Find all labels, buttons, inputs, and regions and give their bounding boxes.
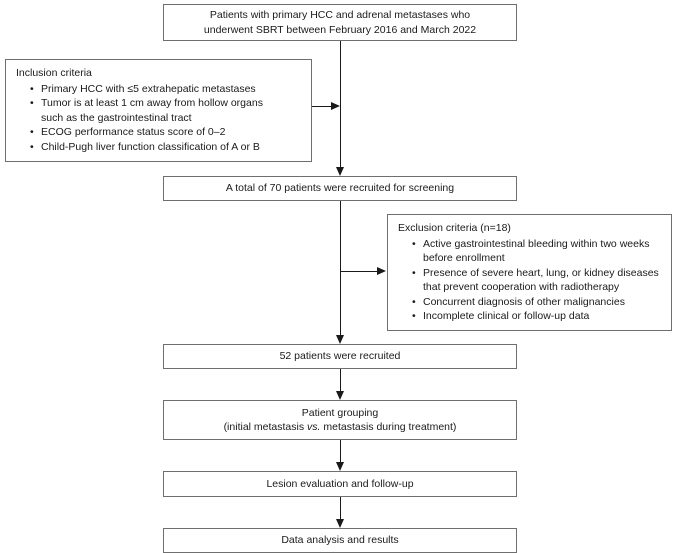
connector-screening-to-recruited [340,201,341,335]
connector-evaluation-to-analysis [340,497,341,519]
recruited-line-1: 52 patients were recruited [279,350,401,363]
grouping-line-2-pre: (initial metastasis [223,421,308,433]
connector-grouping-to-evaluation [340,440,341,462]
exclusion-item-text: Concurrent diagnosis of other malignanci… [423,295,625,308]
exclusion-item: Incomplete clinical or follow-up data [412,309,663,324]
arrowhead-grouping-to-evaluation [335,462,344,471]
inclusion-item-text: Tumor is at least 1 cm away from hollow … [41,97,263,109]
source-line-2: underwent SBRT between February 2016 and… [203,23,477,36]
exclusion-item: Concurrent diagnosis of other malignanci… [412,295,663,310]
inclusion-item-text: Primary HCC with ≤5 extrahepatic metasta… [41,82,256,95]
exclusion-item-text: Active gastrointestinal bleeding within … [423,237,650,250]
node-data-analysis: Data analysis and results [163,528,517,553]
node-source-population: Patients with primary HCC and adrenal me… [163,4,517,41]
node-inclusion-criteria: Inclusion criteria Primary HCC with ≤5 e… [5,59,312,162]
exclusion-item-text: Presence of severe heart, lung, or kidne… [423,266,659,279]
inclusion-title: Inclusion criteria [16,67,92,79]
node-screening-total: A total of 70 patients were recruited fo… [163,176,517,201]
arrowhead-recruited-to-grouping [335,391,344,400]
screening-line-1: A total of 70 patients were recruited fo… [225,182,455,195]
inclusion-item-text-continued: such as the gastrointestinal tract [41,111,192,124]
inclusion-item: Tumor is at least 1 cm away from hollow … [30,96,303,125]
arrowhead-inclusion-to-spine [331,101,340,110]
grouping-line-2-post: metastasis during treatment) [320,421,457,433]
inclusion-item-text: ECOG performance status score of 0–2 [41,126,226,138]
source-line-1: Patients with primary HCC and adrenal me… [209,9,471,21]
exclusion-item-text-continued: before enrollment [423,252,505,264]
exclusion-item: Presence of severe heart, lung, or kidne… [412,266,663,295]
inclusion-item: Child-Pugh liver function classification… [30,140,303,155]
connector-recruited-to-grouping [340,369,341,391]
exclusion-item: Active gastrointestinal bleeding within … [412,237,663,266]
inclusion-item-text: Child-Pugh liver function classification… [41,140,260,153]
exclusion-item-text-continued: that prevent cooperation with radiothera… [423,281,620,293]
node-patient-grouping: Patient grouping (initial metastasis vs.… [163,400,517,440]
inclusion-item: Primary HCC with ≤5 extrahepatic metasta… [30,82,303,97]
node-exclusion-criteria: Exclusion criteria (n=18) Active gastroi… [387,214,672,331]
analysis-line-1: Data analysis and results [281,534,399,547]
node-lesion-evaluation: Lesion evaluation and follow-up [163,471,517,497]
exclusion-title: Exclusion criteria (n=18) [398,222,511,234]
node-recruited-patients: 52 patients were recruited [163,344,517,369]
connector-spine-to-exclusion [341,271,378,272]
exclusion-item-text: Incomplete clinical or follow-up data [423,310,590,322]
exclusion-criteria-list: Active gastrointestinal bleeding within … [398,237,663,324]
arrowhead-evaluation-to-analysis [335,519,344,528]
arrowhead-spine-to-exclusion [377,266,386,275]
inclusion-item: ECOG performance status score of 0–2 [30,125,303,140]
connector-inclusion-to-spine [312,106,332,107]
inclusion-criteria-list: Primary HCC with ≤5 extrahepatic metasta… [16,82,303,155]
grouping-line-2-vs: vs. [307,421,321,433]
connector-source-to-screening [340,41,341,167]
evaluation-line-1: Lesion evaluation and follow-up [266,477,414,490]
arrowhead-screening-to-recruited [335,335,344,344]
grouping-line-1: Patient grouping [301,406,379,419]
arrowhead-source-to-screening [335,167,344,176]
grouping-line-2: (initial metastasis vs. metastasis durin… [224,420,457,435]
